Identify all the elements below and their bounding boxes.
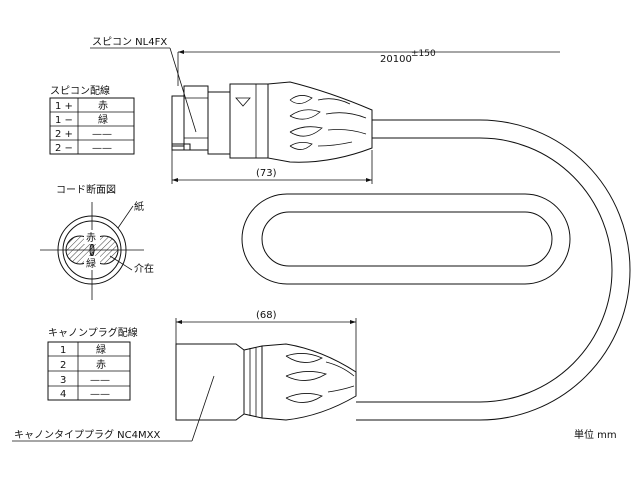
core-red-label: 赤 bbox=[86, 232, 96, 244]
xlr-pin: 4 bbox=[60, 389, 66, 400]
speakon-wiring-title: スピコン配線 bbox=[50, 84, 110, 97]
cable-length: 20100 bbox=[380, 54, 412, 65]
xlr-wire-color: —— bbox=[90, 375, 110, 386]
xlr-wiring-table: 1 緑 2 赤 3 —— 4 —— bbox=[47, 341, 131, 401]
speakon-wire-color: —— bbox=[92, 129, 112, 140]
paper-label: 紙 bbox=[134, 200, 144, 213]
speakon-label: スピコン NL4FX bbox=[92, 36, 167, 48]
unit-label: 単位 mm bbox=[574, 428, 617, 441]
cable-cross-section: 赤 緑 bbox=[40, 202, 144, 300]
cable-length-tolerance: ±150 bbox=[411, 49, 436, 59]
speakon-pin: 2 − bbox=[55, 143, 73, 154]
xlr-wire-color: —— bbox=[90, 389, 110, 400]
speakon-wire-color: —— bbox=[92, 143, 112, 154]
cable-section-title: コード断面図 bbox=[56, 183, 116, 196]
speakon-connector: (73) bbox=[171, 81, 373, 184]
xlr-connector: (68) bbox=[175, 310, 357, 421]
speakon-pin: 1 + bbox=[55, 101, 73, 112]
xlr-pin: 2 bbox=[60, 360, 66, 371]
speakon-pin: 2 + bbox=[55, 129, 73, 140]
speakon-pin: 1 − bbox=[55, 115, 73, 126]
speakon-dimension: (73) bbox=[256, 168, 277, 179]
xlr-dimension: (68) bbox=[256, 310, 277, 321]
filler-label: 介在 bbox=[134, 263, 154, 275]
xlr-label: キャノンタイププラグ NC4MXX bbox=[14, 428, 160, 441]
xlr-pin: 3 bbox=[60, 375, 66, 386]
core-green-label: 緑 bbox=[86, 257, 96, 270]
xlr-wiring-title: キャノンプラグ配線 bbox=[48, 326, 138, 339]
speakon-wire-color: 緑 bbox=[98, 113, 108, 126]
xlr-pin: 1 bbox=[60, 345, 66, 356]
speakon-wiring-table: 1 + 赤 1 − 緑 2 + —— 2 − —— bbox=[49, 97, 135, 155]
speakon-wire-color: 赤 bbox=[98, 100, 108, 112]
xlr-wire-color: 緑 bbox=[96, 343, 106, 356]
xlr-wire-color: 赤 bbox=[96, 359, 106, 371]
cable-loop bbox=[241, 119, 631, 421]
latch-triangle-icon bbox=[235, 97, 251, 107]
